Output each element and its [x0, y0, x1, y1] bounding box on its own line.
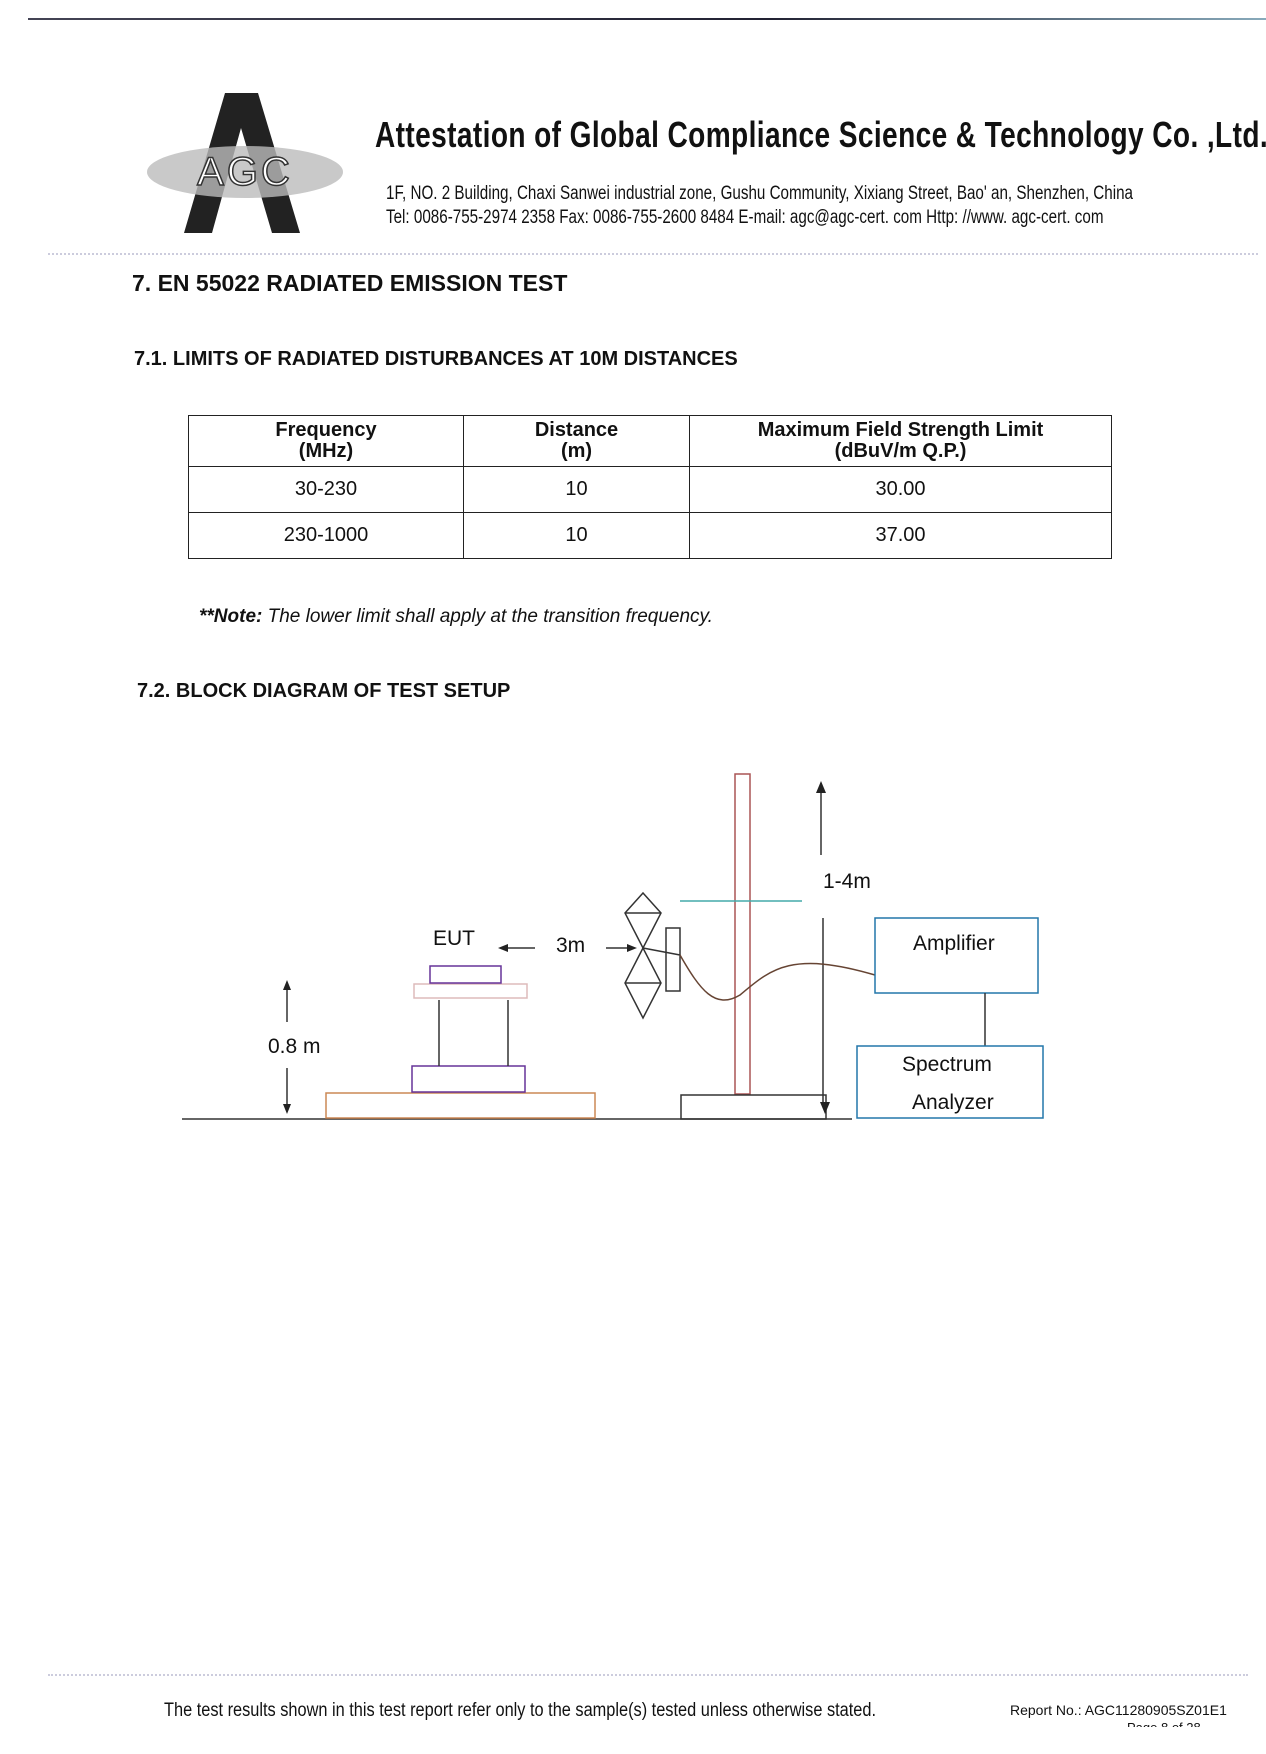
analyzer-box	[856, 1045, 1044, 1119]
footer-divider	[48, 1674, 1248, 1676]
subsection-diagram: 7.2. BLOCK DIAGRAM OF TEST SETUP	[137, 680, 511, 702]
note: **Note: The lower limit shall apply at t…	[199, 606, 713, 628]
footer-disclaimer: The test results shown in this test repo…	[164, 1700, 877, 1721]
header-limit: Maximum Field Strength Limit(dBuV/m Q.P.…	[689, 415, 1112, 467]
subsection-limits: 7.1. LIMITS OF RADIATED DISTURBANCES AT …	[134, 348, 738, 370]
note-text: The lower limit shall apply at the trans…	[262, 606, 713, 627]
amplifier-box	[874, 917, 1039, 994]
company-address: 1F, NO. 2 Building, Chaxi Sanwei industr…	[386, 183, 1133, 204]
svg-text:AGC: AGC	[197, 150, 293, 194]
cell-frequency: 230-1000	[188, 512, 464, 559]
height-range-label: 1-4m	[823, 870, 871, 893]
cell-distance: 10	[463, 512, 690, 559]
header-divider	[48, 253, 1258, 255]
cell-limit: 37.00	[689, 512, 1112, 559]
eut-box	[429, 965, 502, 984]
analyzer-label-1: Spectrum	[902, 1053, 992, 1076]
mast-base	[680, 1094, 827, 1120]
cable	[679, 954, 876, 1001]
table-row: 30-230 10 30.00	[188, 466, 1112, 513]
top-rule	[28, 18, 1266, 20]
agc-logo: AGC	[147, 93, 343, 233]
turntable	[325, 1092, 596, 1119]
amplifier-label: Amplifier	[913, 932, 995, 955]
company-name: Attestation of Global Compliance Science…	[375, 114, 1266, 155]
company-contact: Tel: 0086-755-2974 2358 Fax: 0086-755-26…	[386, 207, 1104, 228]
cell-limit: 30.00	[689, 466, 1112, 513]
page-number: Page 8 of 28	[1127, 1720, 1201, 1727]
analyzer-label-2: Analyzer	[912, 1091, 994, 1114]
cell-distance: 10	[463, 466, 690, 513]
distance-label: 3m	[556, 934, 586, 957]
table-header-row: Frequency(MHz) Distance(m) Maximum Field…	[188, 415, 1112, 467]
note-label: **Note:	[199, 606, 263, 627]
header-frequency: Frequency(MHz)	[188, 415, 464, 467]
cell-frequency: 30-230	[188, 466, 464, 513]
header-distance: Distance(m)	[463, 415, 690, 467]
table-row: 230-1000 10 37.00	[188, 512, 1112, 559]
report-number: Report No.: AGC11280905SZ01E1	[1010, 1702, 1227, 1718]
limits-table: Frequency(MHz) Distance(m) Maximum Field…	[188, 415, 1112, 559]
eut-label: EUT	[433, 927, 475, 950]
table-base	[411, 1065, 526, 1093]
antenna-mast	[734, 773, 751, 1095]
table-height-label: 0.8 m	[268, 1035, 321, 1058]
section-title: 7. EN 55022 RADIATED EMISSION TEST	[132, 270, 568, 296]
biconical-antenna	[624, 891, 681, 1020]
table-top	[413, 983, 528, 999]
